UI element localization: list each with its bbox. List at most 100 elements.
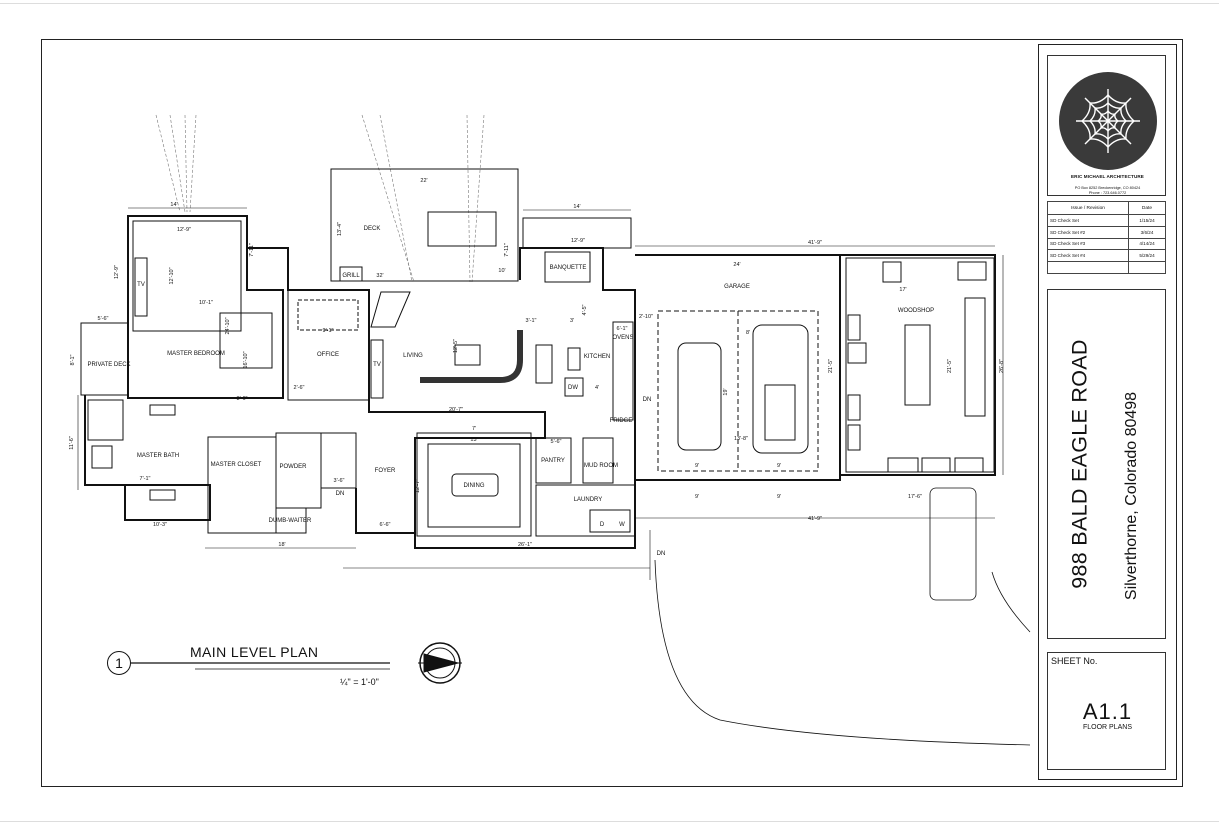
- svg-text:3': 3': [570, 318, 574, 324]
- firm-name: ERIC MICHAEL ARCHITECTURE: [1071, 174, 1144, 179]
- svg-text:7': 7': [472, 426, 476, 432]
- svg-text:24': 24': [733, 262, 740, 268]
- svg-text:20'-7": 20'-7": [449, 407, 463, 413]
- svg-text:8'-6": 8'-6": [237, 396, 248, 402]
- floor-plan-drawing: DECK GRILL BANQUETTE GARAGE WOODSHOP MAS…: [69, 114, 1031, 746]
- room-grill: GRILL: [342, 273, 360, 279]
- svg-text:10'-1": 10'-1": [199, 300, 213, 306]
- label-d: D: [600, 522, 605, 528]
- svg-text:41'-9": 41'-9": [808, 240, 822, 246]
- svg-text:26'-1": 26'-1": [518, 542, 532, 548]
- room-private-deck: PRIVATE DECK: [87, 362, 130, 368]
- svg-text:9'-1": 9'-1": [323, 328, 334, 334]
- label-fridge: FRIDGE: [610, 418, 633, 424]
- sheet-title: FLOOR PLANS: [1082, 724, 1132, 731]
- room-dumbwaiter: DUMB-WAITER: [269, 518, 312, 524]
- label-tv-living: TV: [373, 362, 381, 368]
- sheet-number: A1.1: [1082, 699, 1133, 724]
- label-dn-drive: DN: [657, 551, 666, 557]
- svg-text:19': 19': [723, 388, 729, 395]
- room-master-closet: MASTER CLOSET: [211, 462, 262, 468]
- svg-text:10': 10': [498, 268, 505, 274]
- svg-text:7'-11": 7'-11": [504, 243, 510, 257]
- revision-table: Issue / Revision Date SD Check Set 1/15/…: [1047, 201, 1166, 274]
- view-lines: [155, 114, 485, 283]
- svg-text:10'-3": 10'-3": [153, 522, 167, 528]
- room-mud-room: MUD ROOM: [584, 463, 618, 469]
- svg-text:21'-5": 21'-5": [947, 359, 953, 373]
- rev-header-issue: Issue / Revision: [1047, 201, 1129, 215]
- project-box: 988 BALD EAGLE ROAD Silverthorne, Colora…: [1047, 289, 1166, 639]
- svg-text:6'-6": 6'-6": [380, 522, 391, 528]
- plan-title: MAIN LEVEL PLAN: [190, 644, 319, 660]
- svg-text:12'-10": 12'-10": [169, 267, 175, 284]
- svg-text:9': 9': [777, 463, 781, 469]
- svg-text:3'-1": 3'-1": [526, 318, 537, 324]
- svg-text:9': 9': [695, 494, 699, 500]
- room-foyer: FOYER: [375, 468, 396, 474]
- sheet-border: [41, 39, 1183, 787]
- room-laundry: LAUNDRY: [574, 497, 603, 503]
- label-tv-bedroom: TV: [137, 282, 145, 288]
- svg-text:32': 32': [376, 273, 383, 279]
- room-office: OFFICE: [317, 352, 339, 358]
- svg-text:2'-6": 2'-6": [294, 385, 305, 391]
- svg-text:21'-5": 21'-5": [828, 359, 834, 373]
- svg-text:5'-6": 5'-6": [551, 439, 562, 445]
- svg-text:16'-10": 16'-10": [243, 351, 249, 368]
- svg-text:9': 9': [695, 463, 699, 469]
- label-dn-garage: DN: [643, 397, 652, 403]
- svg-text:12'-9": 12'-9": [571, 238, 585, 244]
- dining-room: [416, 432, 532, 537]
- table-row: [1047, 261, 1166, 274]
- project-name: 988 BALD EAGLE ROAD: [1067, 339, 1092, 589]
- svg-text:8': 8': [746, 330, 750, 336]
- sheet-label: SHEET No.: [1051, 656, 1098, 666]
- table-row: SD Check Set #2 3/6/24: [1047, 225, 1166, 239]
- room-deck: DECK: [364, 226, 381, 232]
- room-woodshop: WOODSHOP: [898, 308, 934, 314]
- svg-text:17': 17': [899, 287, 906, 293]
- svg-text:12'-5": 12'-5": [453, 339, 459, 353]
- room-banquette: BANQUETTE: [550, 265, 587, 271]
- svg-text:3'-6": 3'-6": [334, 478, 345, 484]
- svg-text:13'-8": 13'-8": [734, 436, 748, 442]
- svg-text:7'-1": 7'-1": [140, 476, 151, 482]
- label-dn-foyer: DN: [336, 491, 345, 497]
- label-dw: DW: [568, 385, 578, 391]
- svg-text:5'-6": 5'-6": [98, 316, 109, 322]
- svg-text:17'-6": 17'-6": [908, 494, 922, 500]
- svg-text:41'-9": 41'-9": [808, 516, 822, 522]
- svg-text:12'-9": 12'-9": [114, 265, 120, 279]
- top-rule: [0, 3, 1219, 4]
- title-block: [1038, 44, 1177, 780]
- svg-text:2'-10": 2'-10": [639, 314, 653, 320]
- master-bedroom-walls: [127, 215, 284, 399]
- room-kitchen: KITCHEN: [584, 354, 610, 360]
- svg-text:12'-7": 12'-7": [415, 479, 421, 493]
- svg-text:14': 14': [170, 202, 177, 208]
- room-garage: GARAGE: [724, 284, 750, 290]
- room-living: LIVING: [403, 353, 423, 359]
- room-powder: POWDER: [280, 464, 308, 470]
- svg-text:6'-1": 6'-1": [617, 326, 628, 332]
- svg-text:24'-10": 24'-10": [225, 317, 231, 334]
- svg-text:7'-11": 7'-11": [249, 243, 255, 257]
- label-ovens: OVENS: [612, 335, 633, 341]
- detail-bubble: 1: [107, 651, 131, 675]
- svg-text:18': 18': [278, 542, 285, 548]
- svg-text:9': 9': [777, 494, 781, 500]
- project-city: Silverthorne, Colorado 80498: [1123, 391, 1140, 601]
- room-dining: DINING: [464, 483, 485, 489]
- firm-logo-box: ERIC MICHAEL ARCHITECTURE PO Box 8252 Br…: [1047, 55, 1166, 196]
- svg-text:13'-4": 13'-4": [337, 222, 343, 236]
- svg-text:8'-1": 8'-1": [70, 354, 76, 365]
- room-master-bath: MASTER BATH: [137, 453, 179, 459]
- sheet-number-box: SHEET No. A1.1 FLOOR PLANS: [1047, 652, 1166, 770]
- firm-address: PO Box 8252 Breckenridge, CO 80424 Phone…: [1074, 186, 1141, 195]
- table-row: SD Check Set #3 4/14/24: [1047, 237, 1166, 251]
- main-body-walls: [246, 247, 636, 549]
- deck-outline: [330, 168, 519, 282]
- bottom-rule: [0, 821, 1219, 822]
- svg-text:13': 13': [470, 437, 477, 443]
